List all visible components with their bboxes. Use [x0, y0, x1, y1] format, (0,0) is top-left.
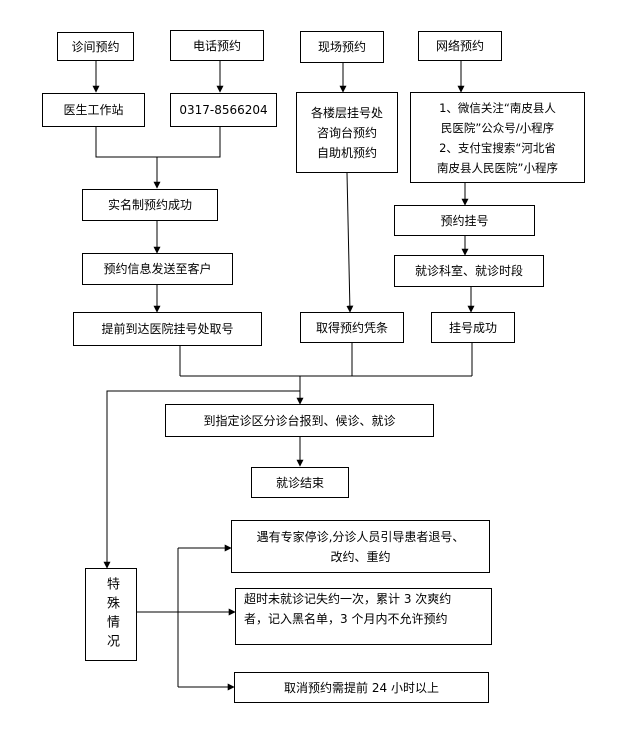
- special-cases-node: 特殊情况: [85, 568, 137, 661]
- book-register-node: 预约挂号: [394, 205, 535, 236]
- report-clinic-node: 到指定诊区分诊台报到、候诊、就诊: [165, 404, 434, 437]
- pickup-early-node: 提前到达医院挂号处取号: [73, 312, 262, 346]
- realname-success-node: 实名制预约成功: [82, 189, 218, 221]
- merge-station-phone: [95, 127, 221, 158]
- dept-time-node: 就诊科室、就诊时段: [394, 255, 544, 287]
- special-expert-stop-node: 遇有专家停诊,分诊人员引导患者退号、 改约、重约: [231, 520, 490, 573]
- branch-to-special: [103, 390, 300, 569]
- onsite-channels-node: 各楼层挂号处 咨询台预约 自助机预约: [296, 92, 398, 173]
- info-sent-node: 预约信息发送至客户: [82, 253, 233, 285]
- online-channels-node: 1、微信关注“南皮县人 民医院”公众号/小程序 2、支付宝搜索“河北省 南皮县人…: [410, 92, 585, 183]
- doctor-station-node: 医生工作站: [42, 93, 145, 127]
- get-voucher-node: 取得预约凭条: [300, 312, 404, 343]
- phone-booking-node: 电话预约: [170, 30, 264, 61]
- onsite-booking-node: 现场预约: [300, 31, 384, 63]
- visit-end-node: 就诊结束: [251, 467, 349, 498]
- register-success-node: 挂号成功: [431, 312, 515, 343]
- clinic-booking-node: 诊间预约: [57, 32, 134, 61]
- arrow-desk-to-voucher: [346, 172, 354, 313]
- online-booking-node: 网络预约: [418, 31, 502, 61]
- phone-number-node: 0317-8566204: [170, 93, 277, 127]
- special-no-show-node: 超时未就诊记失约一次，累计 3 次爽约 者，记入黑名单，3 个月内不允许预约: [235, 588, 492, 645]
- special-cancel-node: 取消预约需提前 24 小时以上: [234, 672, 489, 703]
